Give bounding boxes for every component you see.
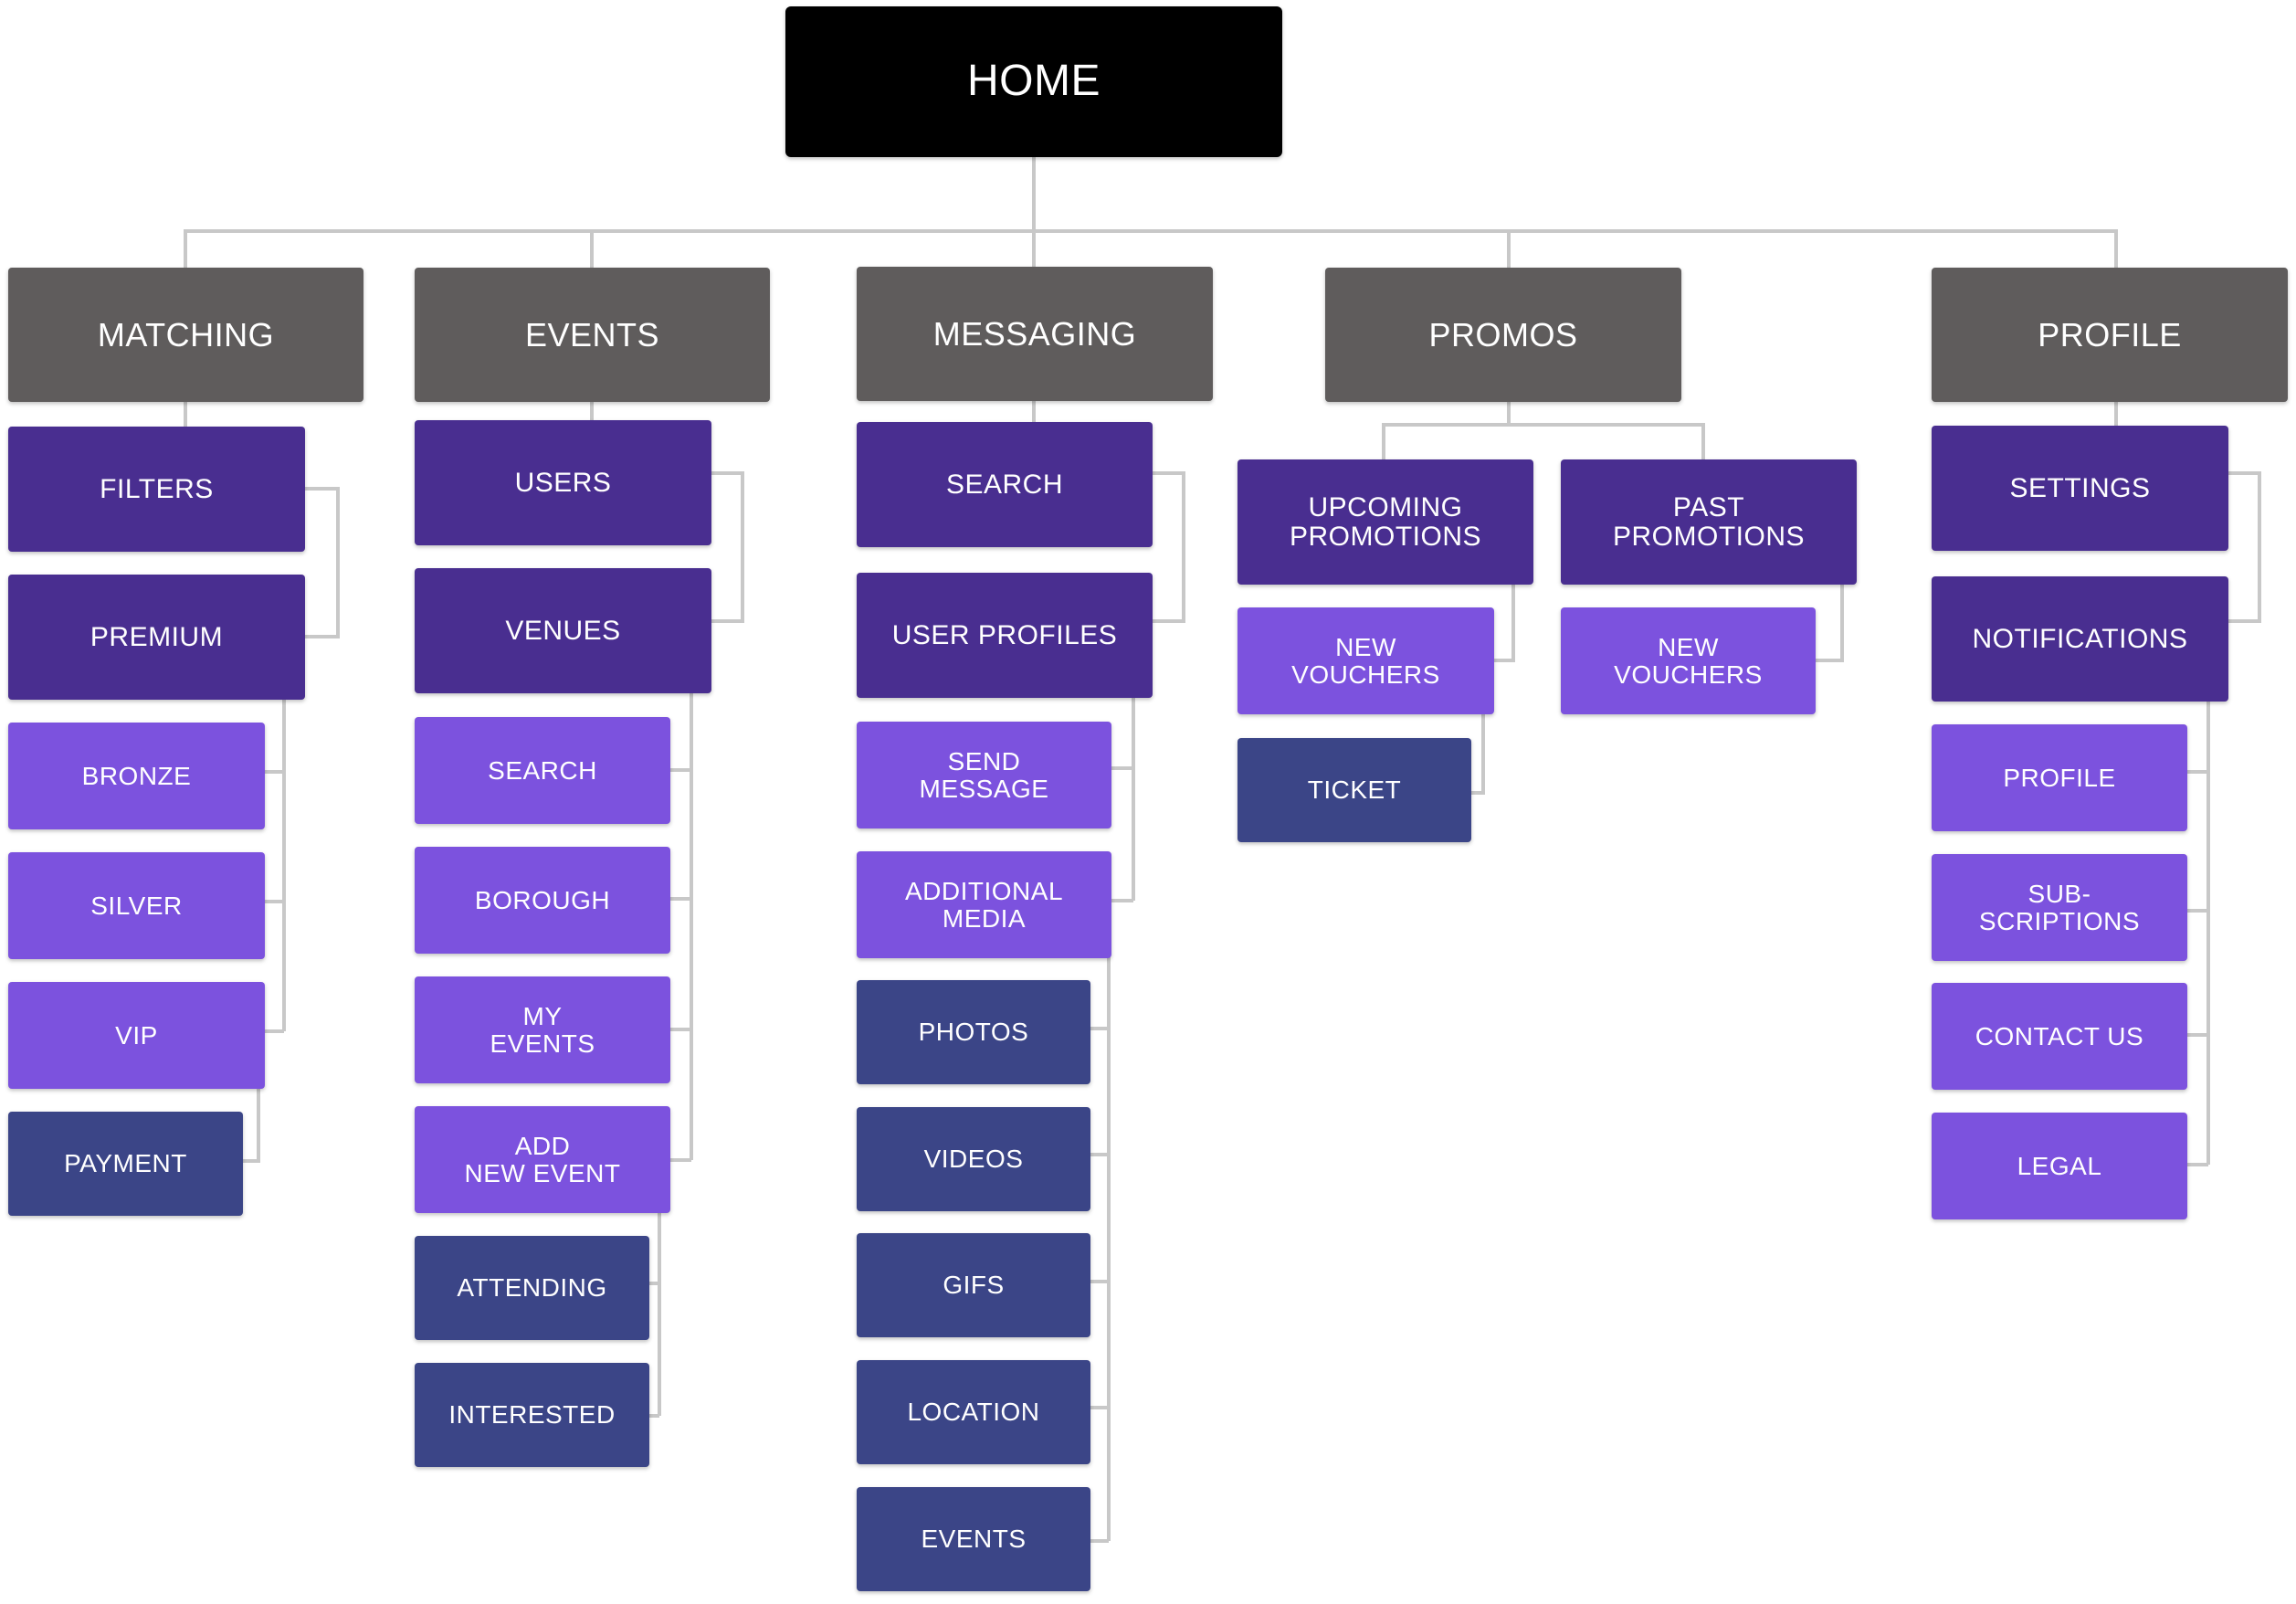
- events-borough: BOROUGH: [415, 847, 670, 954]
- category-profile: PROFILE: [1932, 268, 2288, 402]
- events-search: SEARCH: [415, 717, 670, 824]
- matching-premium: PREMIUM: [8, 575, 305, 700]
- promos-upcoming-promotions: UPCOMING PROMOTIONS: [1238, 459, 1533, 585]
- profile-settings: SETTINGS: [1932, 426, 2228, 551]
- profile-notifications: NOTIFICATIONS: [1932, 576, 2228, 702]
- messaging-search: SEARCH: [857, 422, 1153, 547]
- messaging-additional-media: ADDITIONAL MEDIA: [857, 851, 1111, 958]
- profile-subscriptions: SUB- SCRIPTIONS: [1932, 854, 2187, 961]
- category-matching: MATCHING: [8, 268, 363, 402]
- events-venues: VENUES: [415, 568, 711, 693]
- events-add-new-event: ADD NEW EVENT: [415, 1106, 670, 1213]
- matching-vip: VIP: [8, 982, 265, 1089]
- promos-past-promotions: PAST PROMOTIONS: [1561, 459, 1857, 585]
- matching-bronze: BRONZE: [8, 723, 265, 829]
- messaging-user-profiles: USER PROFILES: [857, 573, 1153, 698]
- messaging-send-message: SEND MESSAGE: [857, 722, 1111, 828]
- category-events: EVENTS: [415, 268, 770, 402]
- profile-profile: PROFILE: [1932, 724, 2187, 831]
- promos-ticket: TICKET: [1238, 738, 1471, 842]
- events-interested: INTERESTED: [415, 1363, 649, 1467]
- category-messaging: MESSAGING: [857, 267, 1213, 401]
- messaging-location: LOCATION: [857, 1360, 1090, 1464]
- promos-upcoming-new-vouchers: NEW VOUCHERS: [1238, 607, 1494, 714]
- messaging-events: EVENTS: [857, 1487, 1090, 1591]
- matching-filters: FILTERS: [8, 427, 305, 552]
- messaging-photos: PHOTOS: [857, 980, 1090, 1084]
- matching-silver: SILVER: [8, 852, 265, 959]
- promos-past-new-vouchers: NEW VOUCHERS: [1561, 607, 1816, 714]
- category-promos: PROMOS: [1325, 268, 1681, 402]
- profile-legal: LEGAL: [1932, 1113, 2187, 1219]
- events-attending: ATTENDING: [415, 1236, 649, 1340]
- profile-contact-us: CONTACT US: [1932, 983, 2187, 1090]
- events-users: USERS: [415, 420, 711, 545]
- matching-payment: PAYMENT: [8, 1112, 243, 1216]
- messaging-gifs: GIFS: [857, 1233, 1090, 1337]
- events-my-events: MY EVENTS: [415, 976, 670, 1083]
- messaging-videos: VIDEOS: [857, 1107, 1090, 1211]
- home-node: HOME: [785, 6, 1282, 157]
